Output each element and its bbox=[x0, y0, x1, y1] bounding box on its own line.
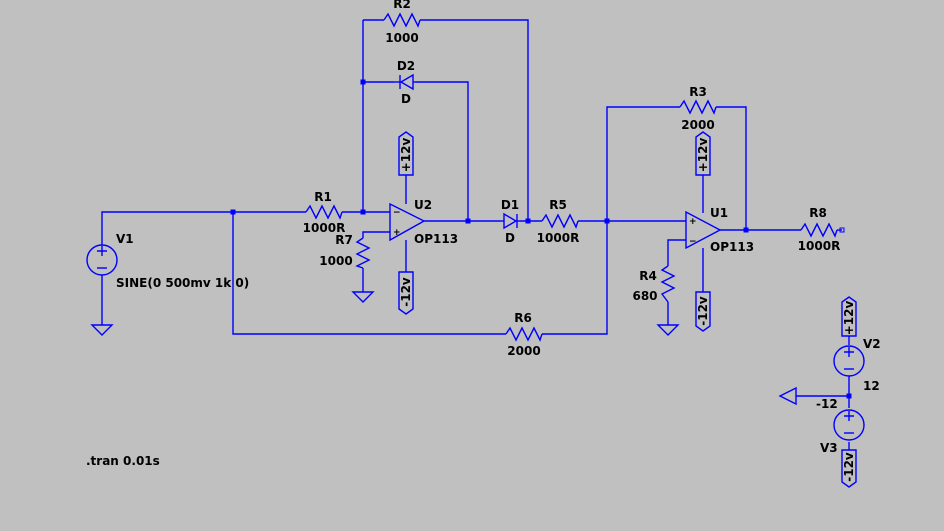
u1-name: U1 bbox=[710, 206, 728, 220]
voltage-source-v2[interactable]: V2 12 bbox=[833, 337, 881, 393]
r8-name: R8 bbox=[809, 206, 827, 220]
junction-d2-anode bbox=[360, 79, 366, 85]
net-label-v3-neg[interactable]: -12v bbox=[841, 449, 857, 488]
opamp-u1[interactable]: + − U1 OP113 bbox=[685, 206, 754, 254]
resistor-r3[interactable]: R3 2000 bbox=[679, 85, 717, 132]
resistor-r2[interactable]: R2 1000 bbox=[383, 0, 421, 45]
d1-value: D bbox=[505, 231, 515, 245]
resistor-r6[interactable]: R6 2000 bbox=[505, 311, 543, 358]
junction-supply-mid bbox=[846, 393, 852, 399]
r4-name: R4 bbox=[639, 269, 657, 283]
r4-value: 680 bbox=[632, 289, 657, 303]
u2-name: U2 bbox=[414, 198, 432, 212]
junction-d1-cathode bbox=[525, 218, 531, 224]
r2-value: 1000 bbox=[385, 31, 418, 45]
r5-value: 1000R bbox=[537, 231, 580, 245]
voltage-source-v1[interactable]: V1 SINE(0 500mv 1k 0) bbox=[86, 232, 249, 325]
resistor-r1[interactable]: R1 1000R bbox=[303, 190, 346, 235]
r1-value: 1000R bbox=[303, 221, 346, 235]
u2-pos-label: +12v bbox=[399, 138, 413, 173]
opamp-u2[interactable]: − + U2 OP113 bbox=[389, 198, 458, 246]
u2-neg-label: -12v bbox=[399, 277, 413, 307]
net-label-v2-pos[interactable]: +12v bbox=[841, 296, 857, 337]
v3-name: V3 bbox=[820, 441, 838, 455]
v2-name: V2 bbox=[863, 337, 881, 351]
u2-plus-pin: + bbox=[393, 228, 401, 238]
r8-open-terminal bbox=[839, 227, 845, 233]
r5-name: R5 bbox=[549, 198, 567, 212]
v3-neg-label: -12v bbox=[842, 452, 856, 482]
junction-input-node bbox=[230, 209, 236, 215]
ground-supply bbox=[778, 386, 797, 406]
net-label-u2-pos[interactable]: +12v bbox=[398, 131, 414, 176]
u1-value: OP113 bbox=[710, 240, 754, 254]
junction-u2-minus bbox=[360, 209, 366, 215]
ground-v1 bbox=[90, 324, 114, 336]
r3-name: R3 bbox=[689, 85, 707, 99]
v1-name: V1 bbox=[116, 232, 134, 246]
v2-value: 12 bbox=[863, 379, 880, 393]
net-label-u1-pos[interactable]: +12v bbox=[695, 131, 711, 176]
voltage-source-v3[interactable]: V3 -12 bbox=[816, 397, 865, 455]
r6-name: R6 bbox=[514, 311, 532, 325]
wires bbox=[101, 19, 850, 450]
r7-value: 1000 bbox=[319, 254, 352, 268]
spice-directive[interactable]: .tran 0.01s bbox=[86, 454, 160, 468]
diode-d2[interactable]: D2 D bbox=[394, 59, 416, 106]
r8-value: 1000R bbox=[798, 239, 841, 253]
resistor-r7[interactable]: R7 1000 bbox=[319, 233, 371, 269]
junction-u1-out bbox=[743, 227, 749, 233]
u2-value: OP113 bbox=[414, 232, 458, 246]
v3-value: -12 bbox=[816, 397, 838, 411]
junction-u1-minus bbox=[604, 218, 610, 224]
r1-name: R1 bbox=[314, 190, 332, 204]
u2-minus-pin: − bbox=[393, 208, 401, 218]
net-label-u2-neg[interactable]: -12v bbox=[398, 271, 414, 315]
r2-name: R2 bbox=[393, 0, 411, 11]
d2-name: D2 bbox=[397, 59, 415, 73]
u1-neg-label: -12v bbox=[696, 296, 710, 326]
ground-r7 bbox=[351, 291, 375, 303]
r7-name: R7 bbox=[335, 233, 353, 247]
resistor-r5[interactable]: R5 1000R bbox=[537, 198, 580, 245]
u1-pos-label: +12v bbox=[696, 138, 710, 173]
d1-name: D1 bbox=[501, 198, 519, 212]
u1-plus-pin: + bbox=[689, 217, 697, 227]
ground-r4 bbox=[656, 324, 680, 336]
diode-d1[interactable]: D1 D bbox=[500, 198, 520, 245]
junction-u2-out bbox=[465, 218, 471, 224]
v2-pos-label: +12v bbox=[842, 301, 856, 336]
r6-value: 2000 bbox=[507, 344, 540, 358]
resistor-r8[interactable]: R8 1000R bbox=[798, 206, 845, 253]
v1-value: SINE(0 500mv 1k 0) bbox=[116, 276, 249, 290]
d2-value: D bbox=[401, 92, 411, 106]
r3-value: 2000 bbox=[681, 118, 714, 132]
junctions bbox=[230, 79, 852, 399]
net-label-u1-neg[interactable]: -12v bbox=[695, 291, 711, 332]
resistor-r4[interactable]: R4 680 bbox=[632, 265, 676, 303]
u1-minus-pin: − bbox=[689, 237, 697, 247]
